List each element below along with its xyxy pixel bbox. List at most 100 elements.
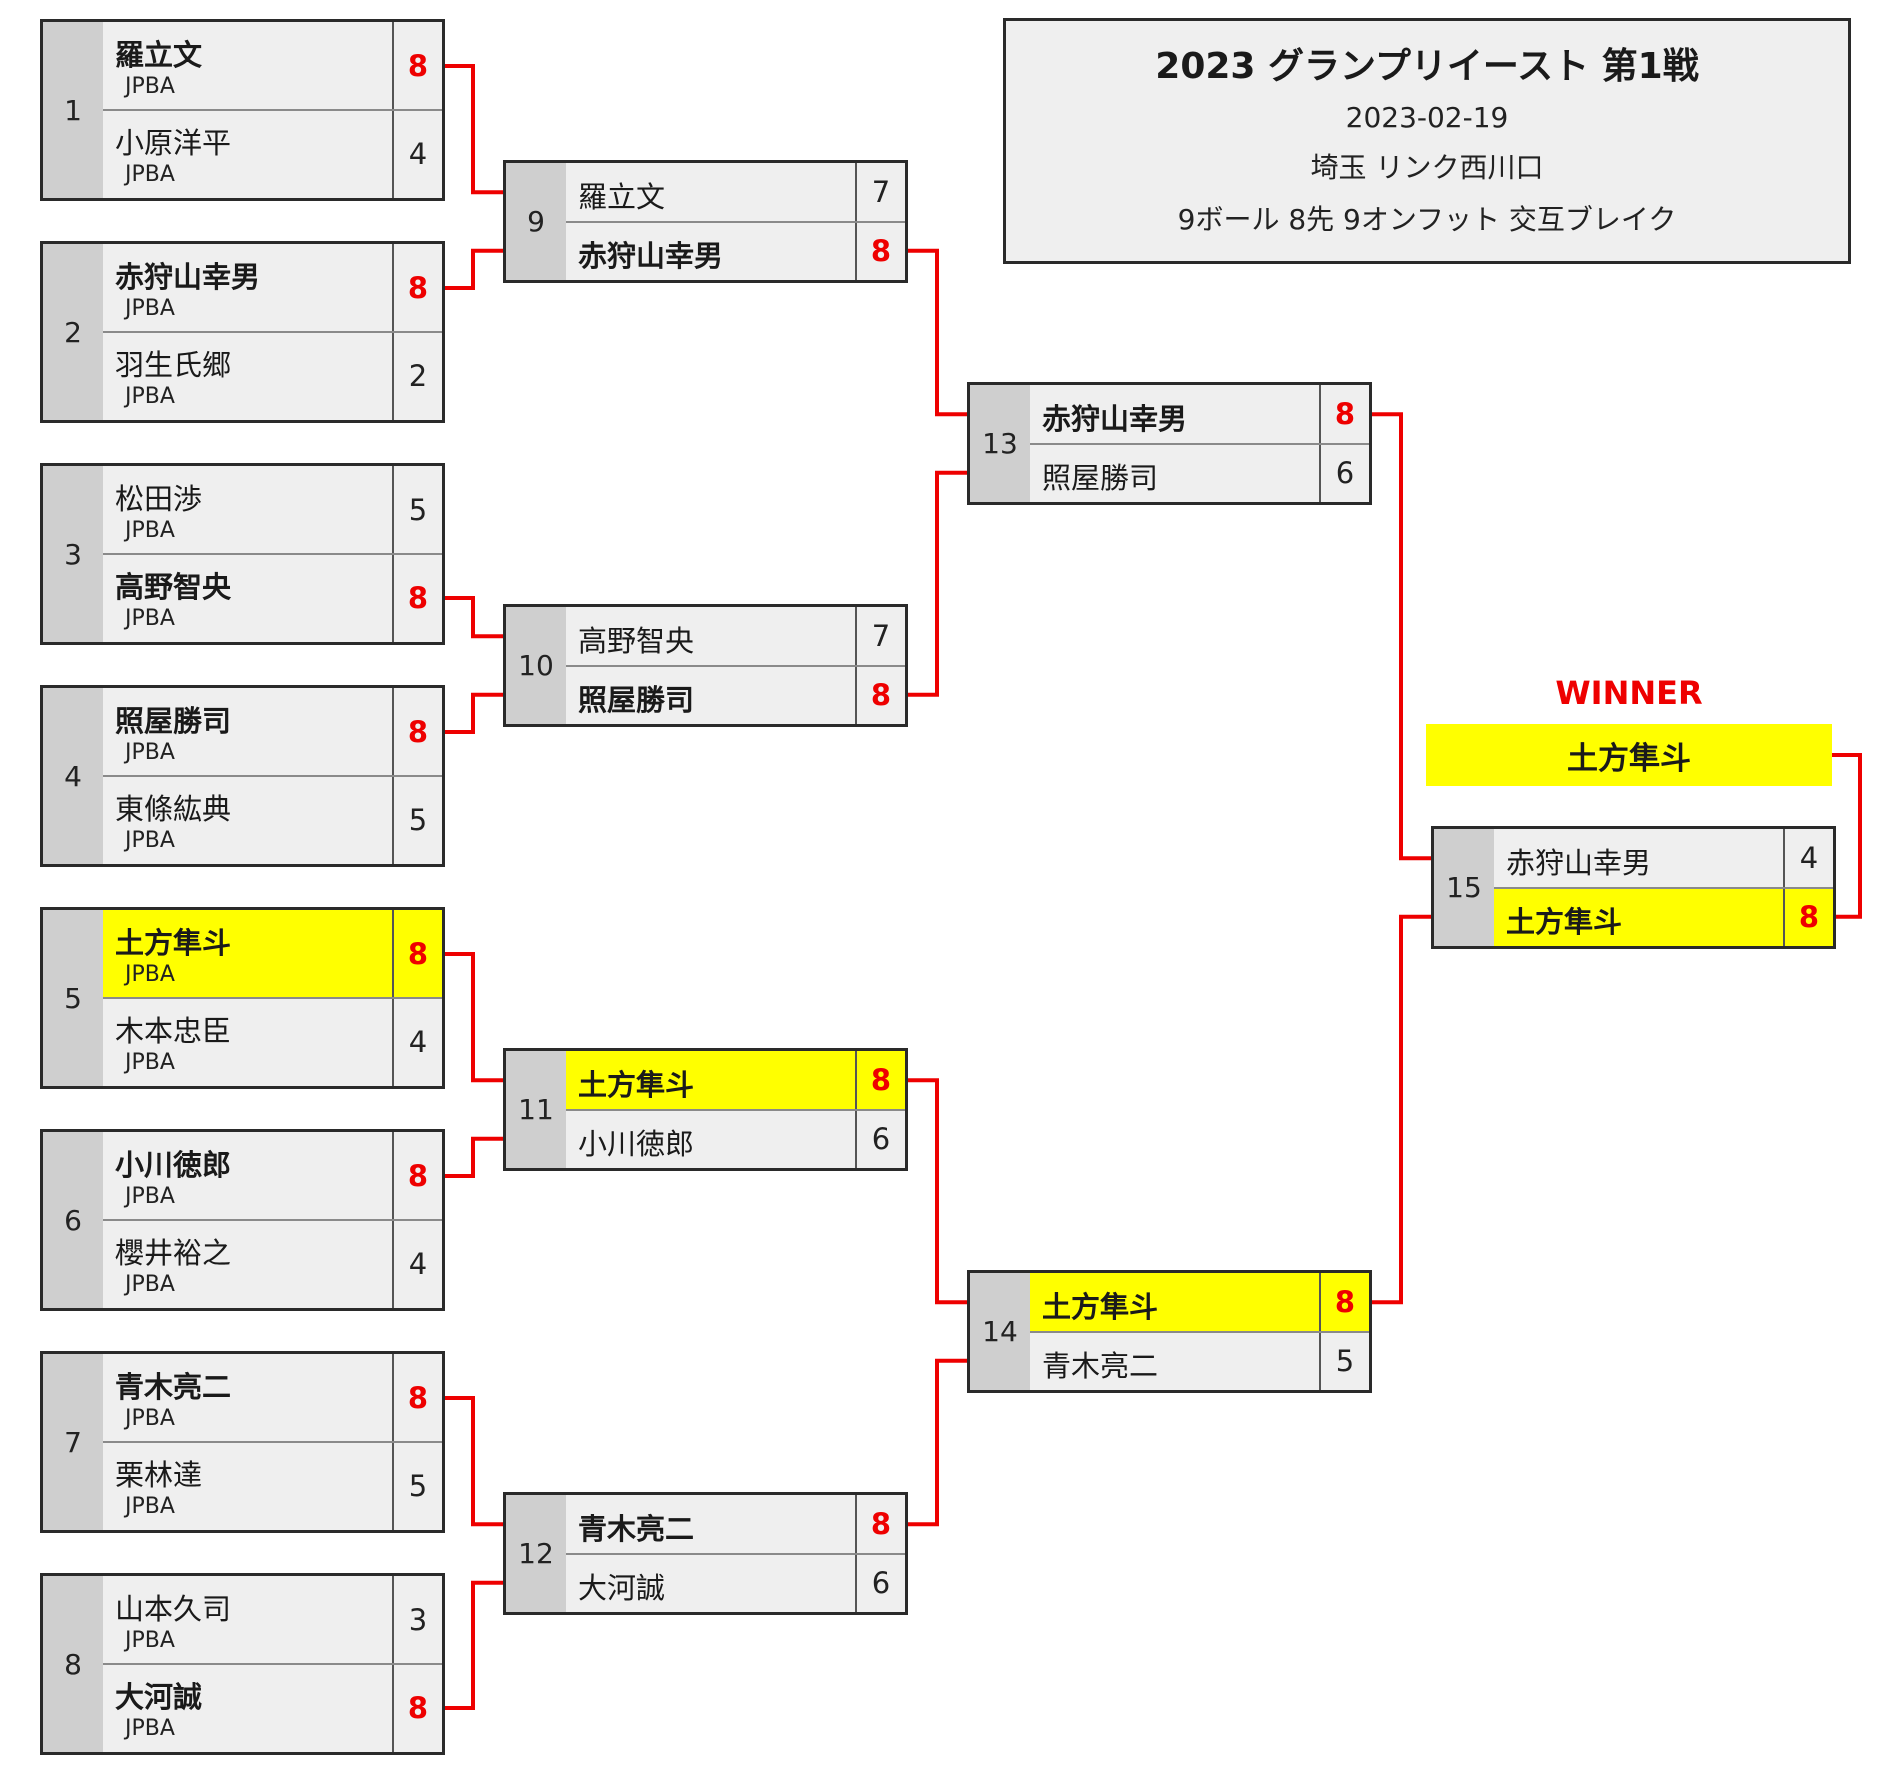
match-number: 12 xyxy=(506,1495,566,1612)
row-divider xyxy=(103,553,442,555)
player-score: 4 xyxy=(1783,829,1833,888)
match-number: 8 xyxy=(43,1576,103,1752)
player-row: 高野智央 7 xyxy=(566,607,905,666)
player-name: 土方隼斗 xyxy=(1506,904,1623,939)
player-score: 8 xyxy=(392,22,442,110)
player-score: 8 xyxy=(855,1051,905,1110)
player-score: 6 xyxy=(1319,443,1369,502)
player-org: JPBA xyxy=(125,1628,175,1653)
player-org: JPBA xyxy=(125,1272,175,1297)
player-org: JPBA xyxy=(125,606,175,631)
player-name: 櫻井裕之 xyxy=(115,1236,232,1270)
player-score: 8 xyxy=(392,1132,442,1220)
bracket-connector xyxy=(445,596,503,639)
bracket-connector xyxy=(445,1580,503,1710)
player-score: 6 xyxy=(855,1109,905,1168)
row-divider xyxy=(103,109,442,111)
bracket-connector xyxy=(1832,753,1862,919)
player-score: 5 xyxy=(1319,1331,1369,1390)
event-venue: 埼玉 リンク西川口 xyxy=(1310,151,1544,184)
match-number: 4 xyxy=(43,688,103,864)
player-score: 8 xyxy=(1319,385,1369,444)
player-name: 青木亮二 xyxy=(115,1370,232,1404)
player-score: 6 xyxy=(855,1553,905,1612)
player-name: 土方隼斗 xyxy=(115,926,232,960)
match-number: 11 xyxy=(506,1051,566,1168)
row-divider xyxy=(103,331,442,333)
row-divider xyxy=(103,1663,442,1665)
match-number: 2 xyxy=(43,244,103,420)
row-divider xyxy=(566,1552,905,1555)
player-name: 赤狩山幸男 xyxy=(115,260,261,294)
player-name: 赤狩山幸男 xyxy=(1042,402,1188,437)
bracket-connector xyxy=(445,64,503,195)
player-score: 8 xyxy=(855,221,905,280)
player-score: 8 xyxy=(855,665,905,724)
player-score: 8 xyxy=(392,910,442,998)
player-score: 7 xyxy=(855,607,905,666)
player-name: 高野智央 xyxy=(578,624,695,659)
bracket-connector xyxy=(445,952,503,1083)
player-score: 4 xyxy=(392,1220,442,1308)
player-score: 3 xyxy=(392,1576,442,1664)
player-score: 2 xyxy=(392,332,442,420)
player-org: JPBA xyxy=(125,296,175,321)
player-name: 栗林達 xyxy=(115,1458,203,1492)
player-name: 木本忠臣 xyxy=(115,1014,232,1048)
player-score: 8 xyxy=(392,244,442,332)
player-score: 8 xyxy=(392,688,442,776)
event-rules: 9ボール 8先 9オンフット 交互ブレイク xyxy=(1177,203,1677,236)
player-score: 5 xyxy=(392,776,442,864)
row-divider xyxy=(566,220,905,223)
player-score: 4 xyxy=(392,110,442,198)
bracket-connector xyxy=(908,1078,967,1305)
match-number: 5 xyxy=(43,910,103,1086)
match-number: 13 xyxy=(970,385,1030,502)
player-org: JPBA xyxy=(125,828,175,853)
player-name: 照屋勝司 xyxy=(115,704,232,738)
player-score: 8 xyxy=(392,554,442,642)
bracket-connector xyxy=(1372,914,1431,1305)
player-org: JPBA xyxy=(125,1716,175,1741)
match-number: 6 xyxy=(43,1132,103,1308)
player-name: 赤狩山幸男 xyxy=(1506,846,1652,881)
bracket-connector xyxy=(445,1136,503,1178)
player-name: 赤狩山幸男 xyxy=(578,238,724,273)
player-name: 土方隼斗 xyxy=(1042,1290,1159,1325)
winner-name: 土方隼斗 xyxy=(1426,724,1832,786)
player-org: JPBA xyxy=(125,1406,175,1431)
player-score: 5 xyxy=(392,1442,442,1530)
player-org: JPBA xyxy=(125,962,175,987)
winner-label: WINNER xyxy=(1555,674,1703,712)
player-name: 羽生氏郷 xyxy=(115,348,232,382)
